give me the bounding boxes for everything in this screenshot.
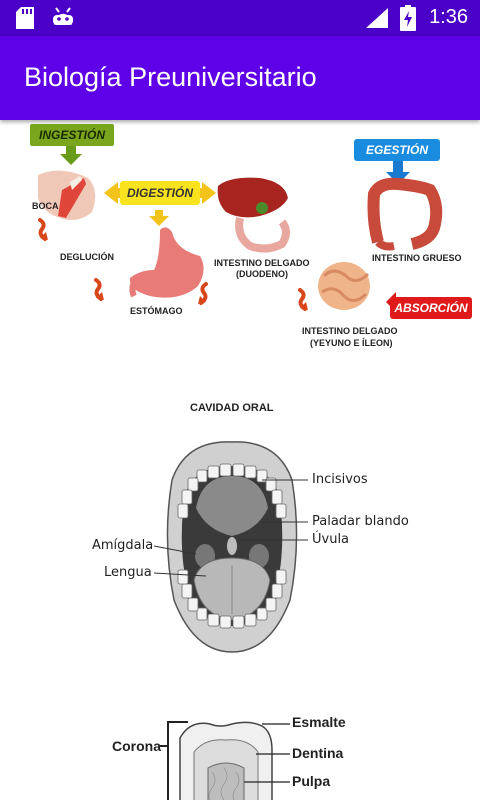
label-grueso: INTESTINO GRUESO (372, 253, 462, 263)
label-uvula: Úvula (312, 532, 350, 547)
app-title: Biología Preuniversitario (24, 62, 317, 92)
signal-icon (366, 8, 388, 28)
label-deglucion: DEGLUCIÓN (60, 252, 114, 262)
label-incisivos: Incisivos (312, 472, 368, 487)
label-estomago: ESTÓMAGO (130, 306, 183, 316)
label-yeyuno-1: INTESTINO DELGADO (302, 326, 398, 336)
tag-digestion: DIGESTIÓN (120, 181, 200, 205)
label-yeyuno-2: (YEYUNO E ÍLEON) (310, 338, 393, 348)
label-pulpa: Pulpa (292, 773, 331, 789)
tag-digestion-label: DIGESTIÓN (126, 186, 193, 200)
android-debug-icon (53, 7, 73, 25)
battery-charging-icon (400, 5, 416, 31)
tag-egestion: EGESTIÓN (354, 139, 440, 161)
label-paladar-blando: Paladar blando (312, 514, 409, 529)
oral-cavity-art (153, 441, 308, 653)
label-boca: BOCA (32, 201, 59, 211)
tag-absorption-label: ABSORCIÓN (394, 301, 468, 315)
tag-ingestion: INGESTIÓN (30, 124, 114, 146)
label-duodeno-2: (DUODENO) (236, 269, 288, 279)
label-dentina: Dentina (292, 745, 344, 761)
scroll-content[interactable]: INGESTIÓN DIGESTIÓN EGESTIÓN ABSORCIÓN B… (0, 120, 480, 800)
label-corona: Corona (112, 738, 161, 754)
digestion-diagram: INGESTIÓN DIGESTIÓN EGESTIÓN ABSORCIÓN B… (0, 120, 480, 360)
label-esmalte: Esmalte (292, 714, 346, 730)
oral-cavity-title: CAVIDAD ORAL (190, 402, 274, 414)
label-amigdala: Amígdala (92, 538, 154, 553)
tooth-diagram: Corona Esmalte Dentina Pulpa (0, 710, 480, 800)
status-bar: 1:36 (0, 0, 480, 36)
tooth-art (160, 721, 290, 800)
label-duodeno-1: INTESTINO DELGADO (214, 258, 310, 268)
clock: 1:36 (429, 6, 468, 28)
sd-card-icon (16, 7, 34, 29)
app-bar: Biología Preuniversitario (0, 36, 480, 120)
digestion-diagram-art (38, 144, 443, 312)
label-lengua: Lengua (104, 565, 152, 580)
tag-absorption: ABSORCIÓN (390, 297, 472, 319)
tag-ingestion-label: INGESTIÓN (38, 128, 105, 142)
tag-egestion-label: EGESTIÓN (365, 143, 428, 157)
oral-cavity-diagram: CAVIDAD ORAL (0, 390, 480, 660)
